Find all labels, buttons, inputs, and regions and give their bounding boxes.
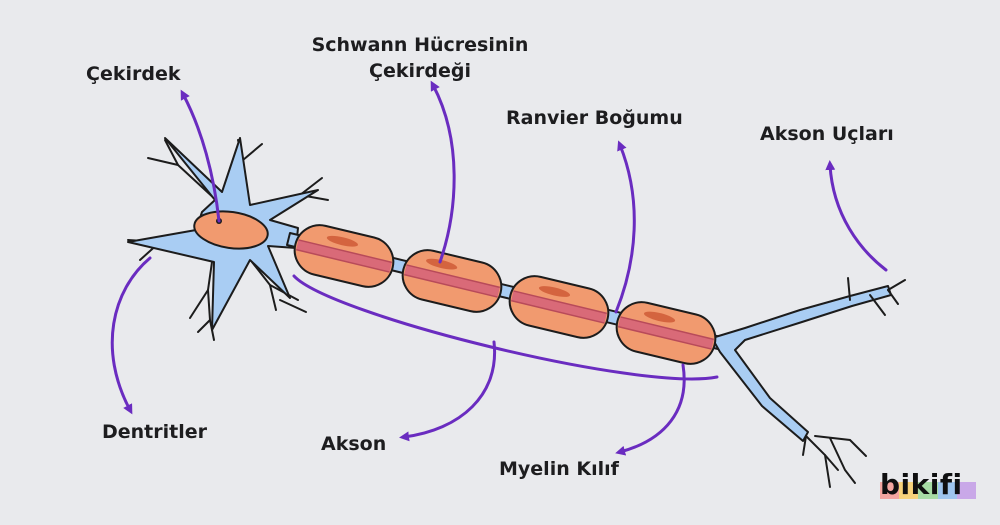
arrow-schwann	[430, 80, 456, 264]
label-schwann-nucleus: Schwann Hücresinin Çekirdeği	[300, 32, 540, 84]
label-schwann-line1: Schwann Hücresinin	[311, 34, 529, 56]
arrow-akson-uclari	[825, 160, 888, 272]
logo-stripe-segment	[880, 482, 900, 499]
pointer-arrows	[110, 80, 888, 456]
logo-stripe-segment	[899, 482, 919, 499]
logo-stripe-segment	[918, 482, 938, 499]
arrow-akson	[399, 340, 497, 442]
bikifi-logo: bikifi	[880, 468, 977, 510]
label-myelin-sheath: Myelin Kılıf	[499, 458, 619, 480]
schwann-nucleus	[326, 235, 358, 247]
nucleus	[193, 210, 269, 250]
arrow-dentritler	[110, 256, 152, 415]
myelin-segment	[401, 249, 503, 313]
label-ranvier-node: Ranvier Boğumu	[506, 107, 683, 129]
logo-stripe-segment	[937, 482, 957, 499]
schwann-nucleus	[643, 311, 676, 323]
myelin-segment	[293, 224, 395, 288]
label-axon: Akson	[321, 433, 387, 455]
arrow-cekirdek	[180, 89, 221, 223]
myelin-segment	[615, 301, 717, 365]
label-dendrites: Dentritler	[102, 421, 208, 443]
logo-stripe	[880, 482, 977, 499]
label-cekirdek: Çekirdek	[86, 63, 181, 85]
logo-text: bikifi	[880, 468, 963, 501]
schwann-nucleus	[538, 286, 571, 297]
terminal-branches	[802, 277, 906, 488]
myelin-sheath	[293, 224, 717, 365]
label-schwann-line2: Çekirdeği	[369, 60, 471, 82]
myelin-bracket	[292, 274, 719, 381]
myelin-segment	[508, 275, 610, 339]
arrow-ranvier	[614, 140, 636, 314]
label-axon-terminals: Akson Uçları	[760, 123, 894, 145]
arrow-myelin	[615, 363, 686, 456]
axon-terminal	[711, 285, 892, 442]
logo-stripe-segment	[956, 482, 977, 499]
schwann-nucleus	[426, 258, 458, 270]
